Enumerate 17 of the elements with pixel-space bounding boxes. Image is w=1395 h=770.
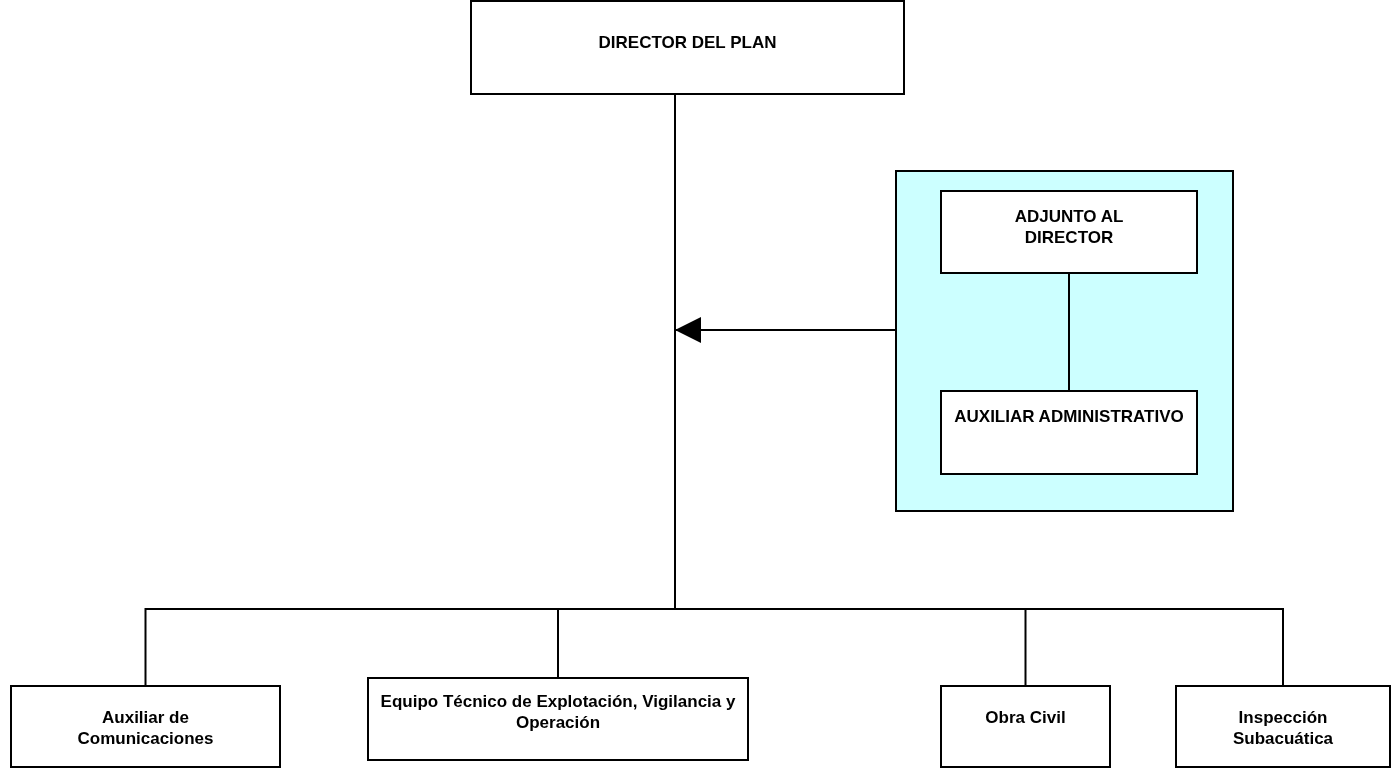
arrow (674, 317, 896, 343)
staff-box (940, 190, 1198, 274)
group-panel (895, 170, 1234, 512)
role-title: ADJUNTO AL DIRECTOR (1013, 206, 1125, 249)
role-title: AUXILIAR ADMINISTRATIVO (954, 406, 1184, 428)
org-box (470, 0, 905, 95)
org-box (10, 685, 281, 768)
role-title: Auxiliar de Comunicaciones (76, 707, 215, 750)
role-title: Obra Civil (985, 707, 1066, 729)
role-title: DIRECTOR DEL PLAN (598, 32, 777, 54)
org-box (1175, 685, 1391, 768)
staff-box (940, 390, 1198, 475)
role-title: Equipo Técnico de Explotación, Vigilancia y Operación (379, 691, 737, 734)
connector-line (1068, 273, 1070, 391)
role-title: Inspección Subacuática (1231, 707, 1335, 750)
org-box (367, 677, 749, 761)
org-box (940, 685, 1111, 768)
